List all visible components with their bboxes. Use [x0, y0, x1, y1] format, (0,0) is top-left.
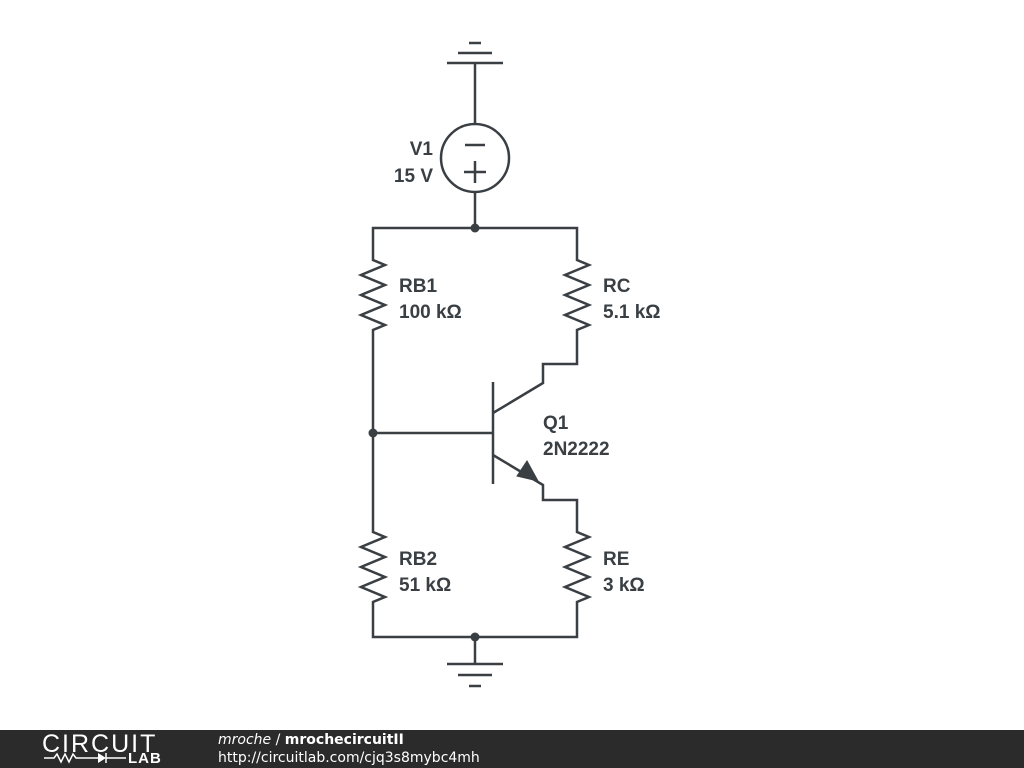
q1-name-label: Q1	[543, 413, 569, 434]
credit-separator: /	[271, 732, 285, 748]
footer-bar: CIRCUIT LAB mroche / mrochecircuitII htt…	[0, 730, 1024, 768]
voltage-source-v1	[439, 122, 511, 194]
v1-value-label: 15 V	[394, 166, 433, 187]
transistor-q1	[491, 334, 579, 528]
top-ground-symbol	[447, 41, 503, 124]
logo-circuit-word: CIRCUIT	[42, 730, 158, 758]
project-link[interactable]: mrochecircuitII	[284, 732, 404, 748]
re-value-label: 3 kΩ	[603, 575, 645, 596]
top-rail-junction	[470, 223, 480, 233]
emitter-arrow-icon	[516, 460, 539, 482]
author-link[interactable]: mroche	[218, 732, 272, 748]
circuitlab-logo[interactable]: CIRCUIT LAB	[40, 730, 180, 768]
resistor-rb2	[357, 528, 389, 610]
logo-resistor-diode-icon	[44, 752, 126, 764]
logo-lab-word: LAB	[128, 750, 162, 767]
rb1-value-label: 100 kΩ	[399, 302, 462, 323]
circuit-schematic: V1 15 V RB1 100 kΩ RC 5.1 kΩ Q1 2N2222 R…	[357, 41, 661, 688]
credit-title-line: mroche / mrochecircuitII	[218, 731, 480, 749]
circuit-url-link[interactable]: http://circuitlab.com/cjq3s8mybc4mh	[218, 750, 480, 766]
credit-block: mroche / mrochecircuitII http://circuitl…	[218, 731, 480, 767]
resistor-rb1	[357, 256, 389, 334]
re-name-label: RE	[603, 549, 629, 570]
rb1-name-label: RB1	[399, 276, 437, 297]
rc-value-label: 5.1 kΩ	[603, 302, 661, 323]
resistor-rc	[561, 256, 593, 334]
bottom-ground-symbol	[447, 637, 503, 688]
q1-value-label: 2N2222	[543, 439, 610, 460]
resistor-re	[561, 528, 593, 610]
rb2-name-label: RB2	[399, 549, 437, 570]
v1-name-label: V1	[410, 139, 434, 160]
rc-name-label: RC	[603, 276, 631, 297]
rb2-value-label: 51 kΩ	[399, 575, 451, 596]
